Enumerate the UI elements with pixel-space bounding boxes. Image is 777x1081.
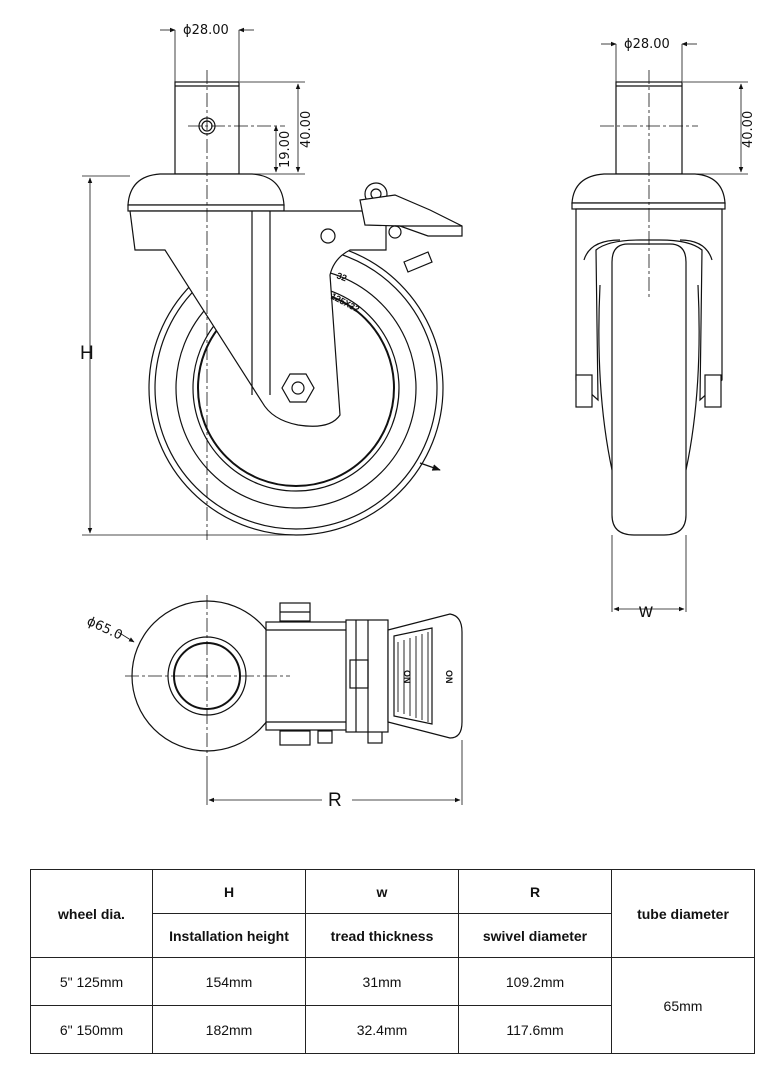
- front-dimensions: [601, 41, 748, 612]
- side-swivel-cap: [127, 173, 285, 206]
- table-row: 6" 150mm 182mm 32.4mm 117.6mm: [30, 1005, 755, 1054]
- header-tube-diameter: tube diameter: [611, 869, 755, 958]
- cell-h: 182mm: [152, 1005, 306, 1054]
- side-bracket: [129, 210, 387, 427]
- top-brake-pedal: [387, 613, 463, 739]
- front-view: [571, 81, 726, 536]
- side-hole-height-label: 19.00: [278, 131, 293, 168]
- side-height-label: H: [80, 343, 94, 364]
- top-diameter-label: ϕ65.0: [84, 614, 124, 643]
- cell-wheel: 6" 150mm: [30, 1005, 153, 1054]
- side-wheel-marking-2: 125X32: [329, 291, 361, 314]
- side-view: 32 125X32: [127, 81, 463, 536]
- cell-w: 31mm: [305, 957, 459, 1006]
- front-centerlines: [600, 70, 698, 300]
- top-brake-text-2: ON: [444, 670, 454, 684]
- side-wheel-marking-1: 32: [335, 270, 348, 283]
- subheader-swivel-diameter: swivel diameter: [458, 913, 612, 958]
- subheader-installation-height: Installation height: [152, 913, 306, 958]
- table-row: 5" 125mm 154mm 31mm 109.2mm 65mm: [30, 957, 755, 1054]
- cell-r: 109.2mm: [458, 957, 612, 1006]
- front-wheel: [611, 243, 687, 536]
- top-radius-label: R: [328, 790, 342, 811]
- front-stem-height-label: 40.00: [741, 111, 756, 148]
- top-dimensions: [117, 631, 463, 805]
- cell-wheel: 5" 125mm: [30, 957, 153, 1006]
- side-dimensions: [82, 27, 305, 536]
- side-axle-nut: [281, 373, 315, 403]
- header-wheel-dia: wheel dia.: [30, 869, 153, 958]
- cell-h: 154mm: [152, 957, 306, 1006]
- cell-w: 32.4mm: [305, 1005, 459, 1054]
- caster-technical-drawing: 32 125X32 ϕ28.00 19.00 40.00 H: [80, 23, 756, 811]
- front-swivel-cap: [571, 173, 726, 204]
- front-stem-diameter-label: ϕ28.00: [624, 37, 670, 52]
- side-rivet: [320, 228, 336, 244]
- cell-tube-diameter: 65mm: [611, 957, 755, 1054]
- header-w: w: [305, 869, 459, 914]
- top-brake-housing: [345, 619, 389, 733]
- side-stem-diameter-label: ϕ28.00: [183, 23, 229, 38]
- front-width-label: w: [638, 601, 653, 622]
- header-r: R: [458, 869, 612, 914]
- top-centerlines: [125, 595, 290, 760]
- top-brake-text-1: ON: [402, 670, 412, 684]
- top-fork-body: [265, 621, 351, 731]
- subheader-tread-thickness: tread thickness: [305, 913, 459, 958]
- header-h: H: [152, 869, 306, 914]
- spec-table: wheel dia. H w R tube diameter Installat…: [30, 869, 755, 1054]
- side-centerlines: [188, 70, 285, 540]
- top-axle-nut-lower: [279, 730, 311, 746]
- side-stem-height-label: 40.00: [299, 111, 314, 148]
- cell-r: 117.6mm: [458, 1005, 612, 1054]
